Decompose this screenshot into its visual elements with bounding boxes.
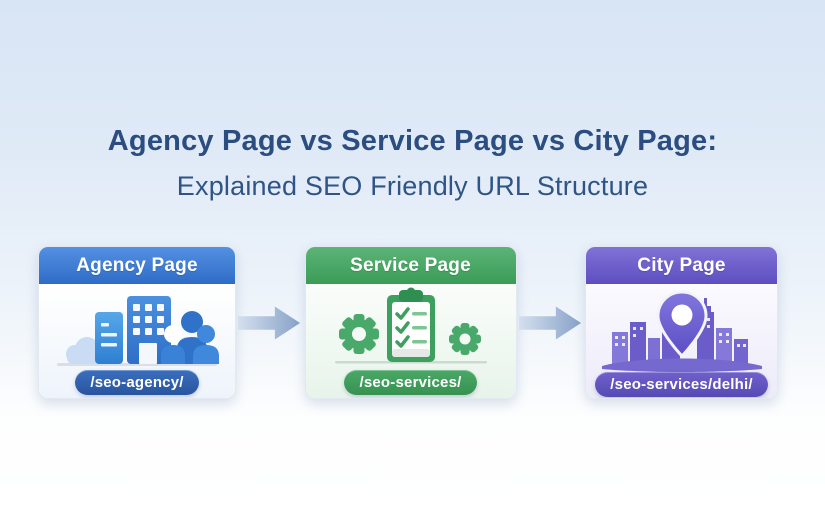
agency-url-pill: /seo-agency/ xyxy=(75,370,199,395)
checklist-gears-icon xyxy=(306,284,516,370)
service-card-header: Service Page xyxy=(305,247,516,284)
service-card-body: /seo-services/ xyxy=(305,284,516,398)
city-card-header: City Page xyxy=(586,247,777,284)
subtitle: Explained SEO Friendly URL Structure xyxy=(176,170,649,201)
cards-row: Agency Page xyxy=(38,246,778,399)
right-arrow-icon xyxy=(238,306,301,339)
service-url-pill: /seo-services/ xyxy=(344,370,477,395)
city-skyline-location-pin-icon xyxy=(586,284,777,372)
main-title: Agency Page vs Service Page vs City Page… xyxy=(107,125,718,157)
agency-buildings-people-icon xyxy=(39,284,235,370)
right-arrow-icon xyxy=(518,306,581,339)
flow-arrow-2 xyxy=(517,303,586,343)
agency-page-card: Agency Page xyxy=(38,246,236,399)
agency-card-body: /seo-agency/ xyxy=(39,284,235,398)
agency-card-header: Agency Page xyxy=(39,247,235,284)
city-card-body: /seo-services/delhi/ xyxy=(586,284,777,398)
city-page-card: City Page xyxy=(585,246,778,399)
title-block: Agency Page vs Service Page vs City Page… xyxy=(0,125,825,202)
service-page-card: Service Page xyxy=(304,246,517,399)
flow-arrow-1 xyxy=(236,303,305,343)
city-url-pill: /seo-services/delhi/ xyxy=(595,372,768,397)
